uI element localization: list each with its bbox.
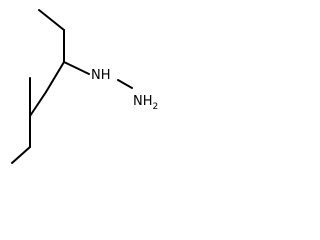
bond-c6-c7: [11, 146, 31, 164]
atom-label-nh2: NH2: [133, 94, 158, 112]
structural-formula: NH NH2: [11, 9, 158, 164]
atom-label-nh2-subscript: 2: [153, 102, 159, 112]
bond-c1-c2: [38, 9, 65, 31]
bond-c3-c4: [45, 61, 65, 93]
bond-n1-n2: [117, 79, 133, 89]
bond-c3-n1: [63, 61, 90, 75]
atom-label-nh2-main: NH: [133, 94, 153, 109]
atom-label-nh: NH: [91, 68, 111, 83]
bond-c4-c5: [29, 91, 47, 117]
